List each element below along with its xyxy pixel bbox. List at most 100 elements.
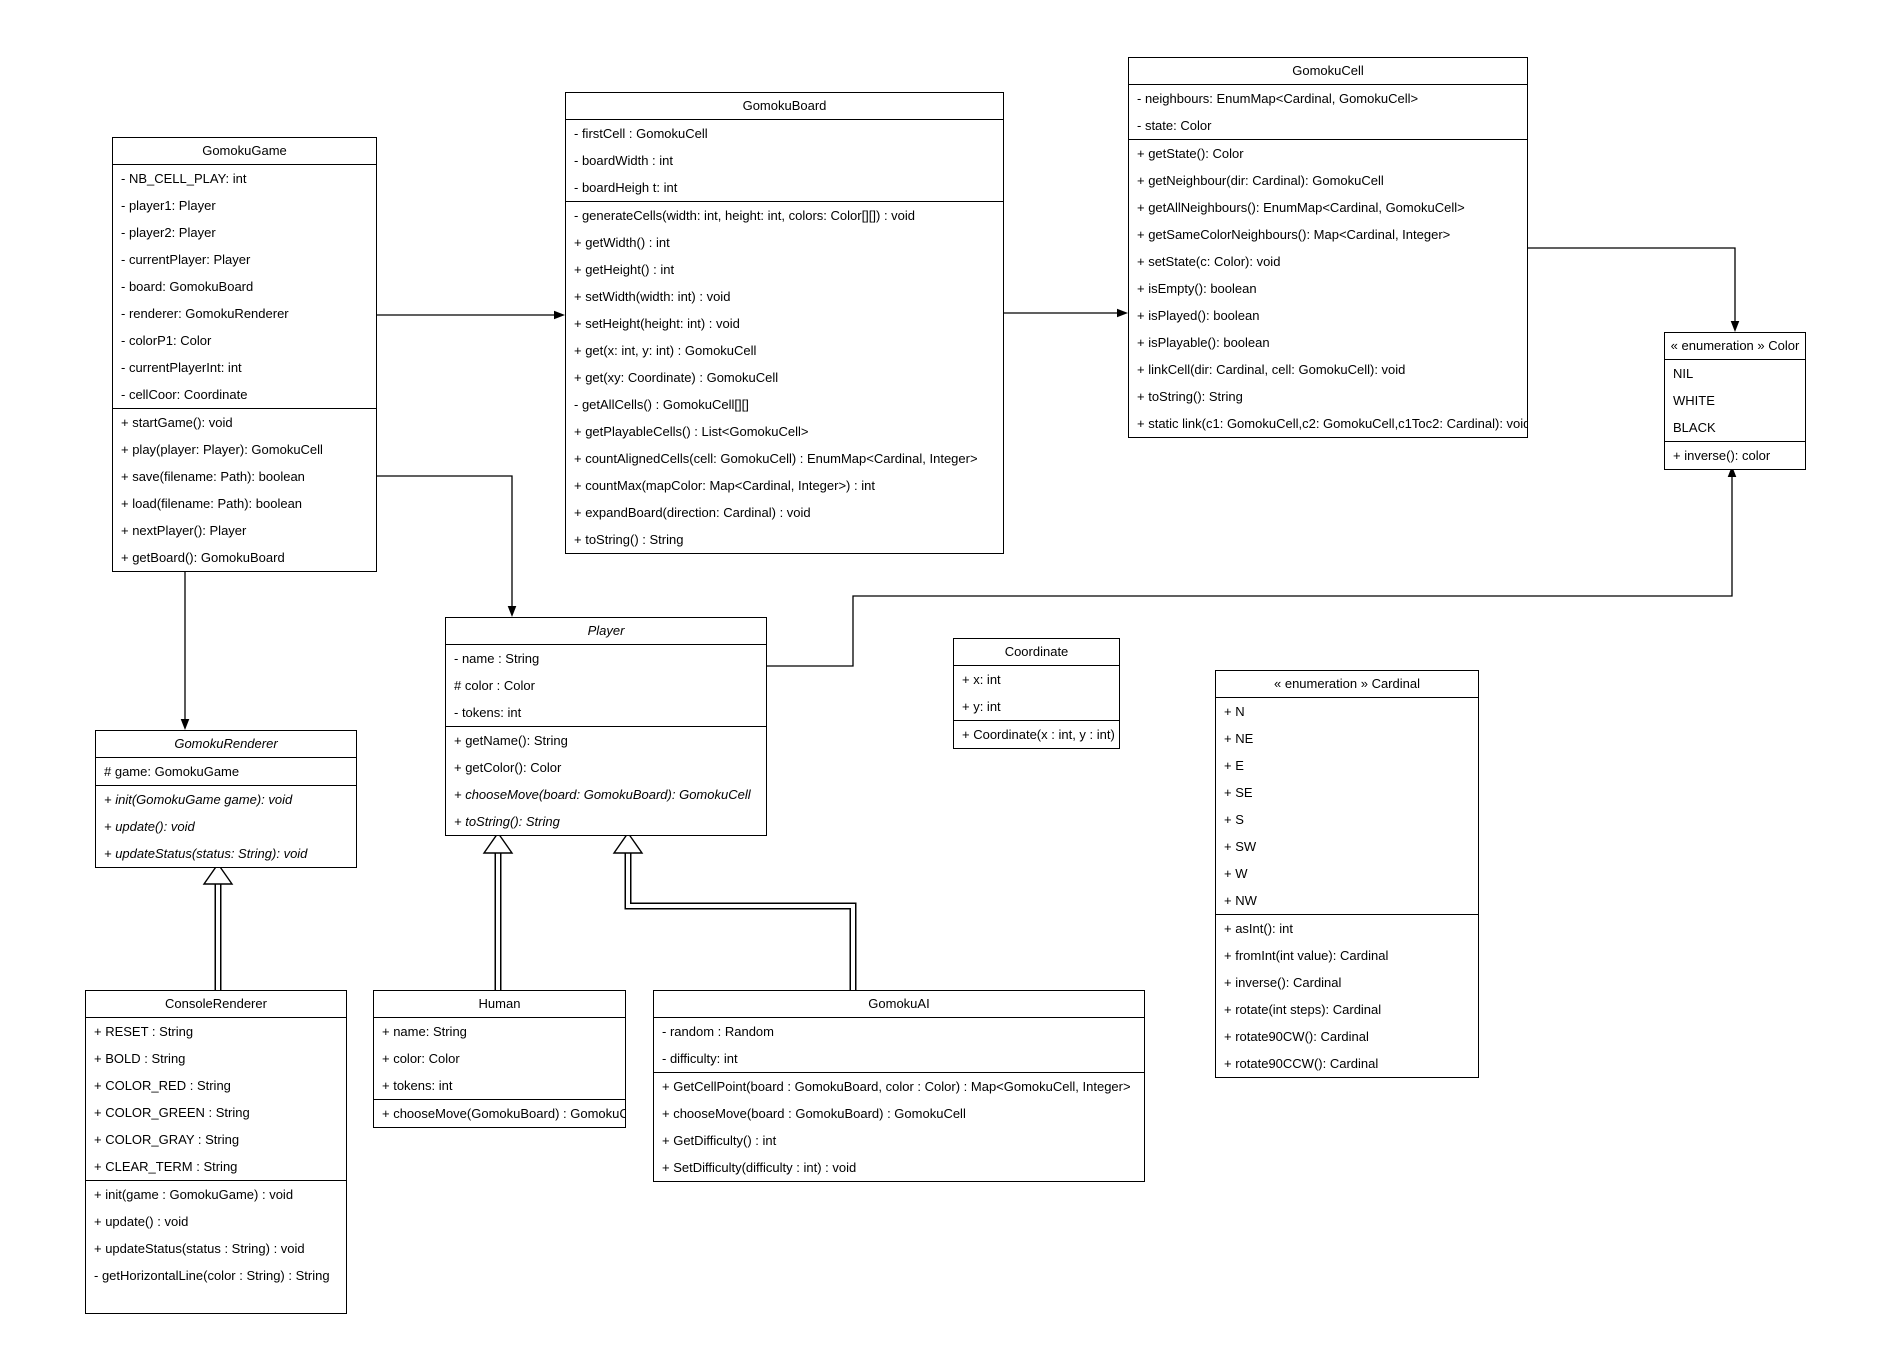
uml-member-row: + getName(): String <box>454 732 568 748</box>
class-methods: - generateCells(width: int, height: int,… <box>566 201 1003 553</box>
uml-member-row: - colorP1: Color <box>121 332 212 348</box>
uml-member-row: + rotate90CCW(): Cardinal <box>1224 1055 1379 1071</box>
uml-member-row: - neighbours: EnumMap<Cardinal, GomokuCe… <box>1137 90 1419 106</box>
uml-member-row: + SE <box>1224 784 1253 800</box>
class-human: Human + name: String + color: Color + toke… <box>373 990 626 1128</box>
uml-member-row: - currentPlayer: Player <box>121 251 251 267</box>
uml-member-row: + getColor(): Color <box>454 759 562 775</box>
hollow-triangle <box>612 831 644 854</box>
class-methods: + init(GomokuGame game): void+ update():… <box>96 785 356 867</box>
uml-member-row: + getWidth() : int <box>574 234 670 250</box>
uml-member-row: + startGame(): void <box>121 414 233 430</box>
uml-member-row: + CLEAR_TERM : String <box>94 1158 238 1174</box>
uml-member-row: + E <box>1224 757 1244 773</box>
uml-member-row: + chooseMove(board: GomokuBoard): Gomoku… <box>454 786 751 802</box>
class-attributes: + name: String + color: Color + tokens: in… <box>374 1017 625 1099</box>
class-attributes: - NB_CELL_PLAY: int- player1: Player- pl… <box>113 164 376 408</box>
class-gomokuai: GomokuAI - random : Random - difficulty: … <box>653 990 1145 1182</box>
uml-member-row: + toString(): String <box>454 813 560 829</box>
uml-member-row: - difficulty: int <box>662 1050 738 1066</box>
uml-member-row: - currentPlayerInt: int <box>121 359 242 375</box>
enum-methods: + asInt(): int + fromInt(int value): Card… <box>1216 914 1478 1077</box>
uml-member-row: + fromInt(int value): Cardinal <box>1224 947 1389 963</box>
class-title: Human <box>478 996 521 1011</box>
uml-member-row: BLACK <box>1673 419 1716 435</box>
association-gomokucell-color <box>1526 247 1740 332</box>
uml-member-row: + isPlayable(): boolean <box>1137 334 1270 350</box>
class-methods: + init(game : GomokuGame) : void+ update… <box>86 1180 346 1313</box>
uml-member-row: + updateStatus(status: String): void <box>104 845 308 861</box>
uml-member-row: + GetDifficulty() : int <box>662 1132 777 1148</box>
uml-member-row: + update(): void <box>104 818 195 834</box>
uml-member-row: + nextPlayer(): Player <box>121 522 247 538</box>
enum-methods: + inverse(): color <box>1665 441 1805 469</box>
arrowhead <box>180 719 190 730</box>
class-gomokucell: GomokuCell - neighbours: EnumMap<Cardina… <box>1128 57 1528 438</box>
uml-member-row: + expandBoard(direction: Cardinal) : voi… <box>574 504 811 520</box>
uml-member-row: + isEmpty(): boolean <box>1137 280 1257 296</box>
class-title: GomokuCell <box>1292 63 1364 78</box>
class-attributes: - firstCell : GomokuCell- boardWidth : i… <box>566 119 1003 201</box>
uml-member-row: + play(player: Player): GomokuCell <box>121 441 323 457</box>
class-title: ConsoleRenderer <box>165 996 267 1011</box>
uml-member-row: + static link(c1: GomokuCell,c2: GomokuC… <box>1137 415 1527 431</box>
uml-member-row: + toString(): String <box>1137 388 1243 404</box>
uml-member-row: + BOLD : String <box>94 1050 186 1066</box>
uml-member-row: + COLOR_RED : String <box>94 1077 231 1093</box>
uml-member-row: + asInt(): int <box>1224 920 1293 936</box>
uml-member-row: + N <box>1224 703 1245 719</box>
uml-member-row: - state: Color <box>1137 117 1212 133</box>
uml-member-row: - random : Random <box>662 1023 774 1039</box>
uml-member-row: - player2: Player <box>121 224 216 240</box>
association-gomokugame-gomokuboard <box>375 310 565 320</box>
uml-member-row: + y: int <box>962 698 1001 714</box>
class-title: GomokuGame <box>202 143 287 158</box>
uml-member-row: + color: Color <box>382 1050 460 1066</box>
arrowhead <box>1730 321 1740 332</box>
uml-member-row: + NE <box>1224 730 1254 746</box>
class-attributes: + x: int + y: int <box>954 665 1119 720</box>
uml-member-row: - cellCoor: Coordinate <box>121 386 248 402</box>
class-methods: + getState(): Color+ getNeighbour(dir: C… <box>1129 139 1527 437</box>
association-gomokugame-player <box>375 475 517 617</box>
uml-member-row: + x: int <box>962 671 1001 687</box>
uml-member-row: + inverse(): color <box>1673 447 1771 463</box>
uml-member-row: NIL <box>1673 365 1694 381</box>
uml-member-row: - boardWidth : int <box>574 152 673 168</box>
uml-member-row: + countMax(mapColor: Map<Cardinal, Integ… <box>574 477 875 493</box>
class-consolerenderer: ConsoleRenderer + RESET : String + BOLD :… <box>85 990 347 1314</box>
uml-member-row: + update() : void <box>94 1213 189 1229</box>
uml-member-row: - NB_CELL_PLAY: int <box>121 170 247 186</box>
uml-member-row: - generateCells(width: int, height: int,… <box>574 207 916 223</box>
uml-member-row: + SW <box>1224 838 1257 854</box>
enum-values: NIL WHITE BLACK <box>1665 359 1805 441</box>
class-title: GomokuRenderer <box>174 736 278 751</box>
uml-member-row: + S <box>1224 811 1244 827</box>
uml-member-row: + toString() : String <box>574 531 684 547</box>
uml-member-row: + SetDifficulty(difficulty : int) : void <box>662 1159 857 1175</box>
enum-cardinal: « enumeration » Cardinal + N+ NE+ E+ SE+… <box>1215 670 1479 1078</box>
uml-member-row: WHITE <box>1673 392 1715 408</box>
uml-member-row: + setState(c: Color): void <box>1137 253 1281 269</box>
uml-member-row: + rotate90CW(): Cardinal <box>1224 1028 1369 1044</box>
class-gomokurenderer: GomokuRenderer # game: GomokuGame + init… <box>95 730 357 868</box>
uml-member-row: + save(filename: Path): boolean <box>121 468 305 484</box>
class-methods: + getName(): String + getColor(): Color + … <box>446 726 766 835</box>
uml-member-row: - boardHeigh t: int <box>574 179 678 195</box>
uml-member-row: + tokens: int <box>382 1077 453 1093</box>
class-title: GomokuAI <box>868 996 930 1011</box>
association-gomokugame-gomokurenderer <box>180 568 190 730</box>
class-methods: + chooseMove(GomokuBoard) : GomokuCell <box>374 1099 625 1127</box>
uml-member-row: + RESET : String <box>94 1023 194 1039</box>
uml-member-row: + linkCell(dir: Cardinal, cell: GomokuCe… <box>1137 361 1406 377</box>
uml-member-row: - getAllCells() : GomokuCell[][] <box>574 396 749 412</box>
uml-member-row: + rotate(int steps): Cardinal <box>1224 1001 1382 1017</box>
class-methods: + Coordinate(x : int, y : int) <box>954 720 1119 748</box>
uml-member-row: - tokens: int <box>454 704 522 720</box>
arrowhead <box>554 310 565 320</box>
uml-member-row: + getState(): Color <box>1137 145 1244 161</box>
uml-member-row: + name: String <box>382 1023 467 1039</box>
uml-member-row: + get(xy: Coordinate) : GomokuCell <box>574 369 779 385</box>
uml-member-row: + countAlignedCells(cell: GomokuCell) : … <box>574 450 978 466</box>
inheritance-consolerenderer-gomokurenderer <box>202 862 234 990</box>
